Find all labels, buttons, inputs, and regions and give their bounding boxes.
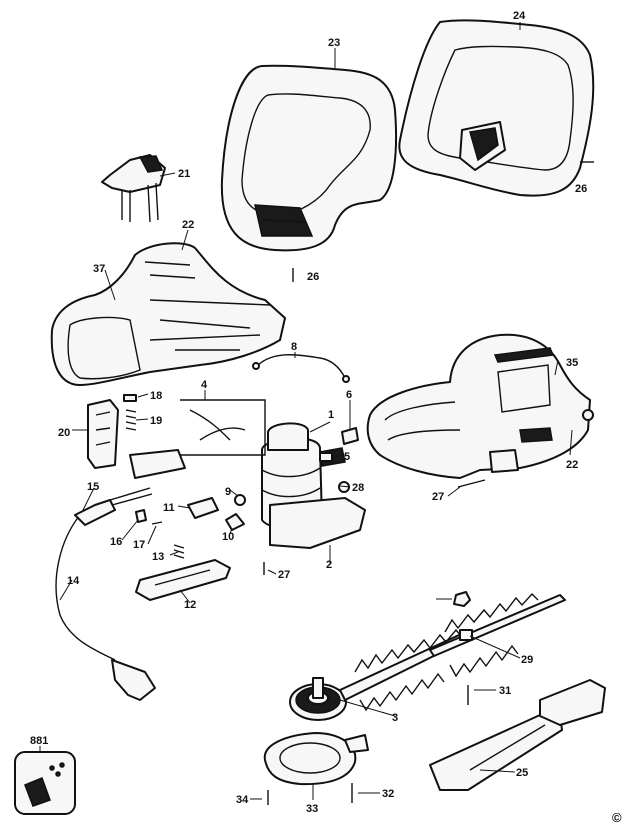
blade-sheath bbox=[429, 679, 606, 791]
label-6: 6 bbox=[346, 389, 352, 401]
screw-17 bbox=[151, 521, 163, 525]
label-3: 3 bbox=[392, 712, 398, 724]
label-18: 18 bbox=[150, 390, 162, 402]
power-cord bbox=[55, 487, 156, 701]
label-17: 17 bbox=[133, 539, 145, 551]
label-881: 881 bbox=[30, 735, 48, 747]
label-27-motor: 27 bbox=[278, 569, 290, 581]
label-27-right: 27 bbox=[432, 491, 444, 503]
part-number-labels: 23 24 21 22 26 26 37 8 35 4 18 19 20 1 6… bbox=[30, 10, 622, 825]
block-5 bbox=[319, 452, 333, 462]
label-10: 10 bbox=[222, 531, 234, 543]
copyright-symbol: © bbox=[612, 810, 622, 825]
label-26-right: 26 bbox=[575, 183, 587, 195]
label-31: 31 bbox=[499, 685, 511, 697]
label-20: 20 bbox=[58, 427, 70, 439]
gear-cover bbox=[263, 732, 369, 786]
label-2: 2 bbox=[326, 559, 332, 571]
spring-13 bbox=[173, 544, 185, 559]
label-12: 12 bbox=[184, 599, 196, 611]
label-22-top: 22 bbox=[182, 219, 194, 231]
switch-bar bbox=[135, 559, 231, 601]
grease-sachet bbox=[14, 751, 76, 815]
label-33: 33 bbox=[306, 803, 318, 815]
label-16: 16 bbox=[110, 536, 122, 548]
front-handle-guard bbox=[220, 64, 398, 252]
label-29: 29 bbox=[521, 654, 533, 666]
label-34: 34 bbox=[236, 794, 249, 806]
washer-9 bbox=[234, 494, 246, 506]
housing-right-half bbox=[366, 333, 594, 479]
clip-6 bbox=[341, 427, 359, 445]
label-11: 11 bbox=[163, 502, 175, 514]
switch-module bbox=[129, 399, 266, 479]
label-35: 35 bbox=[566, 357, 578, 369]
clip-16 bbox=[135, 509, 147, 523]
label-21: 21 bbox=[178, 168, 190, 180]
label-37: 37 bbox=[93, 263, 105, 275]
housing-left-half bbox=[50, 242, 286, 386]
cord-retainer bbox=[87, 399, 119, 469]
screw-27b bbox=[457, 479, 486, 488]
blade-gear bbox=[289, 677, 347, 721]
label-24: 24 bbox=[513, 10, 526, 22]
wire-lead bbox=[252, 354, 350, 383]
spring bbox=[125, 409, 137, 431]
label-13: 13 bbox=[152, 551, 164, 563]
cord-clamp-10 bbox=[225, 513, 245, 531]
label-8: 8 bbox=[291, 341, 297, 353]
label-15: 15 bbox=[87, 481, 99, 493]
nut-28 bbox=[453, 591, 471, 607]
switch-trigger bbox=[101, 154, 166, 223]
label-5: 5 bbox=[344, 451, 350, 463]
label-26-mid: 26 bbox=[307, 271, 319, 283]
clamp-11 bbox=[187, 497, 219, 519]
label-4: 4 bbox=[201, 379, 208, 391]
label-32: 32 bbox=[382, 788, 394, 800]
rear-guard bbox=[398, 19, 595, 197]
label-28-motor: 28 bbox=[352, 482, 364, 494]
label-19: 19 bbox=[150, 415, 162, 427]
spacer-29 bbox=[459, 629, 473, 641]
switch-pad bbox=[123, 394, 137, 402]
label-14: 14 bbox=[67, 575, 80, 587]
label-23: 23 bbox=[328, 37, 340, 49]
label-9: 9 bbox=[225, 486, 231, 498]
blade-upper bbox=[429, 592, 566, 678]
label-25: 25 bbox=[516, 767, 528, 779]
label-1: 1 bbox=[328, 409, 334, 421]
small-parts bbox=[123, 161, 594, 805]
label-22-right: 22 bbox=[566, 459, 578, 471]
leader-lines bbox=[39, 22, 573, 800]
